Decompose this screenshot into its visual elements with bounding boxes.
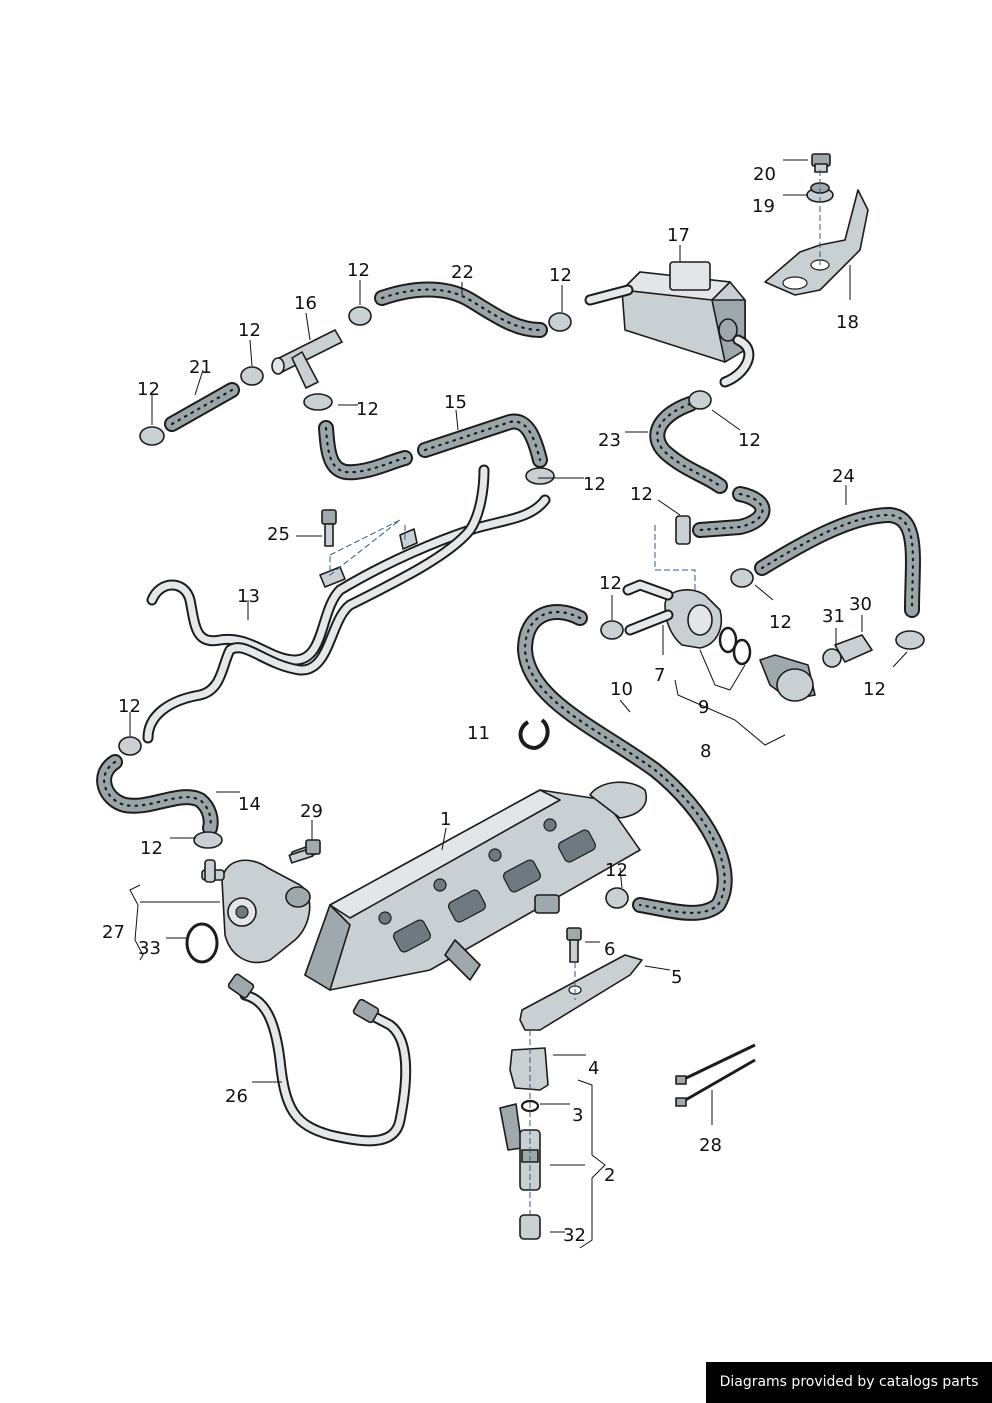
pipe-13: [142, 464, 551, 744]
bracket-18: [764, 189, 869, 296]
label-25: 25: [267, 524, 290, 545]
pressure-valve-8: [759, 634, 873, 702]
hose-short-left: [318, 420, 413, 481]
label-27: 27: [102, 922, 125, 943]
cable-ties-28: [675, 1043, 756, 1107]
label-12-a: 12: [347, 260, 370, 281]
valve-7: [622, 579, 752, 666]
label-17: 17: [667, 225, 690, 246]
label-12-k: 12: [863, 679, 886, 700]
label-3: 3: [572, 1105, 583, 1126]
bracket-4: [509, 1047, 549, 1091]
label-24: 24: [832, 466, 855, 487]
pipe-26: [227, 973, 412, 1147]
label-6: 6: [604, 939, 615, 960]
hose-22: [374, 281, 548, 338]
label-28: 28: [699, 1135, 722, 1156]
leader-lines: [129, 159, 908, 1249]
label-26: 26: [225, 1086, 248, 1107]
seal-32: [519, 1214, 541, 1240]
fuel-rail: [304, 781, 647, 991]
label-12-m: 12: [140, 838, 163, 859]
hose-to-12-filter: [692, 486, 771, 538]
bolt-25: [321, 509, 337, 547]
label-14: 14: [238, 794, 261, 815]
label-12-l: 12: [118, 696, 141, 717]
hose-14: [96, 754, 219, 836]
label-19: 19: [752, 196, 775, 217]
assembly-dashed-lines: [329, 170, 821, 1215]
label-33: 33: [138, 938, 161, 959]
label-4: 4: [588, 1058, 599, 1079]
hose-24: [754, 507, 921, 618]
label-29: 29: [300, 801, 323, 822]
bolt-29: [288, 839, 321, 864]
label-23: 23: [598, 430, 621, 451]
label-10: 10: [610, 679, 633, 700]
label-12-i: 12: [599, 573, 622, 594]
injector-2: [499, 1103, 541, 1191]
label-7: 7: [654, 665, 665, 686]
circlip-11: [518, 718, 550, 751]
label-8: 8: [700, 741, 711, 762]
label-9: 9: [698, 697, 709, 718]
bolt-6: [566, 927, 582, 963]
label-11: 11: [467, 723, 490, 744]
solenoid-valve-17: [584, 261, 755, 388]
hose-10: [517, 604, 733, 921]
t-connector-16: [271, 329, 343, 389]
label-12-e: 12: [356, 399, 379, 420]
label-5: 5: [671, 967, 682, 988]
label-12-g: 12: [738, 430, 761, 451]
label-1: 1: [440, 809, 451, 830]
clamp-plate-5: [519, 954, 643, 1031]
label-12-c: 12: [238, 320, 261, 341]
label-12-d: 12: [137, 379, 160, 400]
label-32: 32: [563, 1225, 586, 1246]
label-16: 16: [294, 293, 317, 314]
label-15: 15: [444, 392, 467, 413]
label-12-b: 12: [549, 265, 572, 286]
label-18: 18: [836, 312, 859, 333]
label-12-f: 12: [583, 474, 606, 495]
label-12-j: 12: [769, 612, 792, 633]
label-2: 2: [604, 1165, 615, 1186]
label-12-n: 12: [605, 860, 628, 881]
hose-23: [649, 396, 728, 494]
pressure-regulator-27: [185, 843, 318, 964]
label-12-h: 12: [630, 484, 653, 505]
credit-banner: Diagrams provided by catalogs parts: [706, 1362, 992, 1403]
bolt-20: [811, 153, 831, 173]
hose-clamps-12: [118, 306, 925, 909]
label-21: 21: [189, 357, 212, 378]
label-13: 13: [237, 586, 260, 607]
label-31: 31: [822, 606, 845, 627]
label-22: 22: [451, 262, 474, 283]
callout-labels: 20 19 17 18 12 22 12 16 12 21 12 12 15 1…: [102, 164, 886, 1246]
hose-21: [164, 382, 240, 432]
label-30: 30: [849, 594, 872, 615]
hose-15: [417, 413, 548, 468]
label-20: 20: [753, 164, 776, 185]
